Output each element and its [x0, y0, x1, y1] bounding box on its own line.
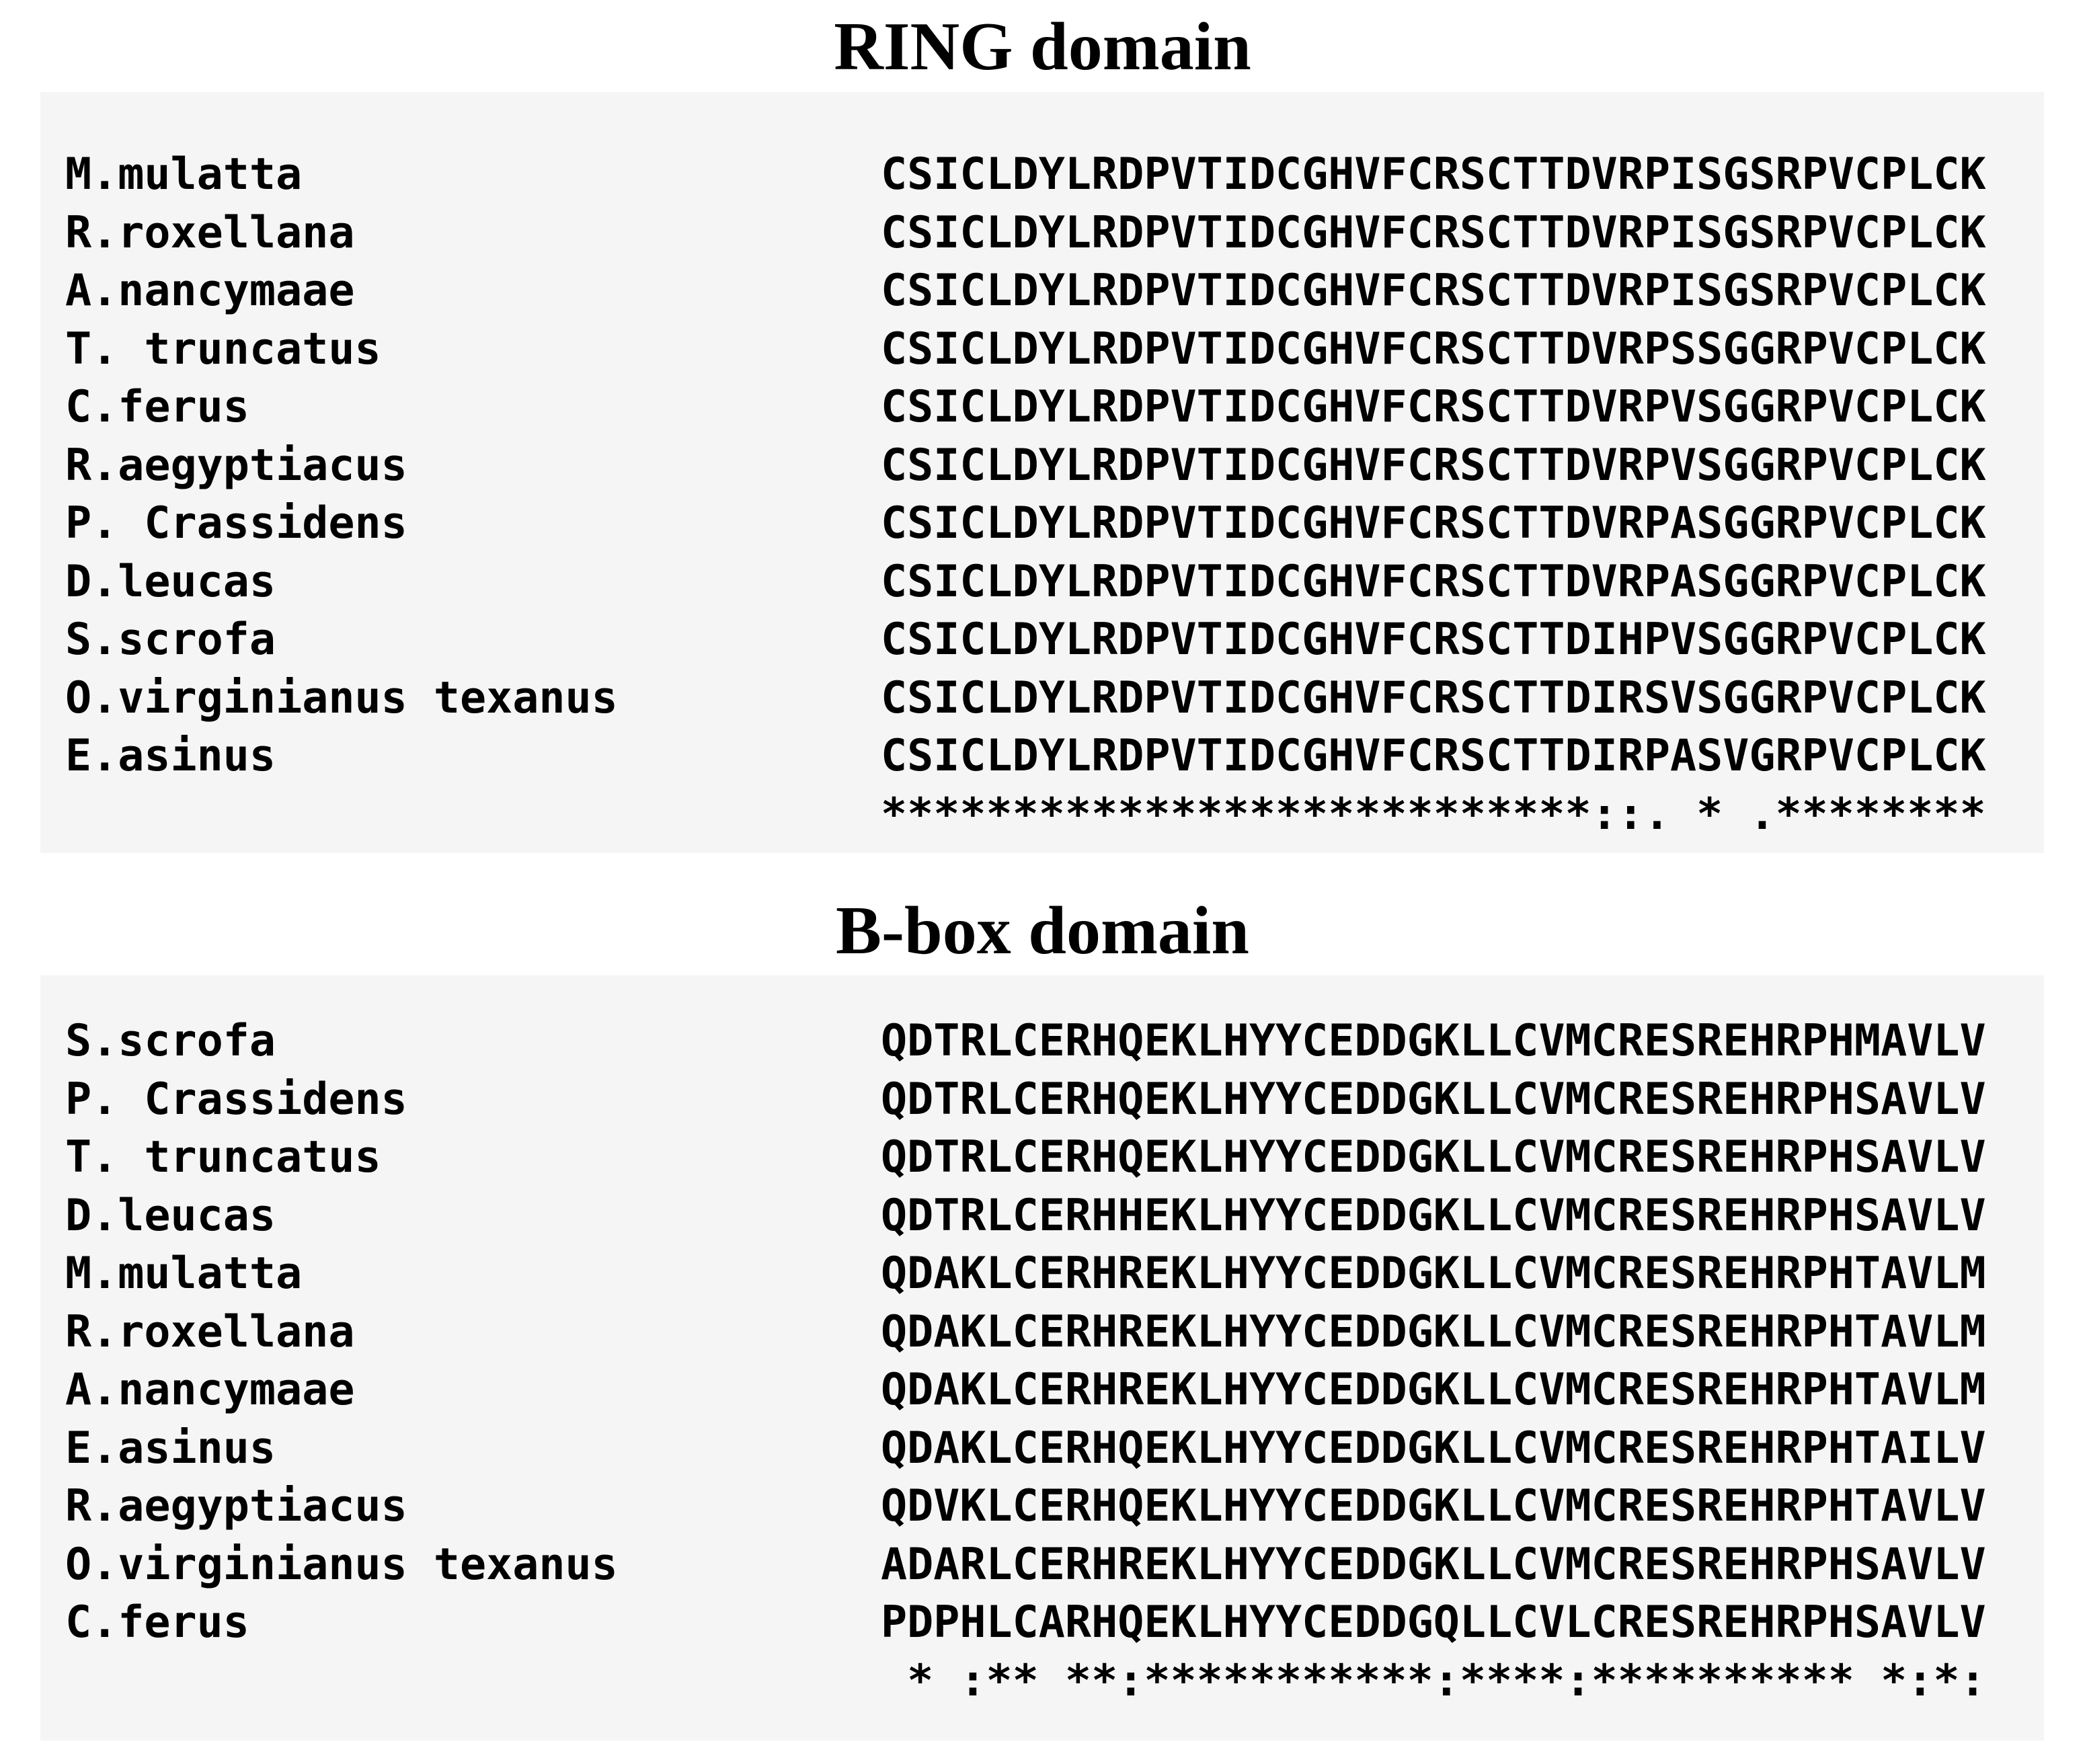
alignment-row: M.mulatta QDAKLCERHREKLHYYCEDDGKLLCVMCRE…	[65, 1245, 2044, 1304]
alignment-row: O.virginianus texanus CSICLDYLRDPVTIDCGH…	[65, 670, 2044, 728]
alignment-row: E.asinus QDAKLCERHQEKLHYYCEDDGKLLCVMCRES…	[65, 1420, 2044, 1478]
species-label: P. Crassidens	[65, 1074, 407, 1125]
sequence-text: CSICLDYLRDPVTIDCGHVFCRSCTTDIRPASVGRPVCPL…	[881, 731, 1986, 781]
bbox-domain-title: B-box domain	[836, 893, 1249, 969]
species-label: D.leucas	[65, 1190, 276, 1241]
species-label: A.nancymaae	[65, 266, 355, 316]
species-label: R.roxellana	[65, 207, 355, 258]
sequence-text: CSICLDYLRDPVTIDCGHVFCRSCTTDIHPVSGGRPVCPL…	[881, 614, 1986, 665]
alignment-row: A.nancymaae QDAKLCERHREKLHYYCEDDGKLLCVMC…	[65, 1361, 2044, 1420]
bbox-domain-panel: S.scrofa QDTRLCERHQEKLHYYCEDDGKLLCVMCRES…	[40, 975, 2044, 1740]
sequence-text: QDAKLCERHREKLHYYCEDDGKLLCVMCRESREHRPHTAV…	[881, 1248, 1986, 1299]
consensus-line: ***************************::. * .******…	[881, 789, 1986, 840]
species-label: M.mulatta	[65, 149, 303, 200]
species-label: D.leucas	[65, 556, 276, 607]
alignment-row: S.scrofa QDTRLCERHQEKLHYYCEDDGKLLCVMCRES…	[65, 1012, 2044, 1071]
sequence-text: CSICLDYLRDPVTIDCGHVFCRSCTTDVRPISGSRPVCPL…	[881, 207, 1986, 258]
ring-alignment-rows: M.mulatta CSICLDYLRDPVTIDCGHVFCRSCTTDVRP…	[65, 146, 2044, 786]
sequence-text: CSICLDYLRDPVTIDCGHVFCRSCTTDVRPASGGRPVCPL…	[881, 498, 1986, 549]
sequence-text: CSICLDYLRDPVTIDCGHVFCRSCTTDVRPASGGRPVCPL…	[881, 556, 1986, 607]
sequence-text: CSICLDYLRDPVTIDCGHVFCRSCTTDVRPSSGGRPVCPL…	[881, 323, 1986, 374]
species-label: R.aegyptiacus	[65, 1481, 407, 1531]
species-label: O.virginianus texanus	[65, 672, 618, 723]
species-label: T. truncatus	[65, 323, 381, 374]
species-label: E.asinus	[65, 731, 276, 781]
species-label: T. truncatus	[65, 1132, 381, 1182]
alignment-row: R.aegyptiacus QDVKLCERHQEKLHYYCEDDGKLLCV…	[65, 1478, 2044, 1536]
alignment-row: R.roxellana CSICLDYLRDPVTIDCGHVFCRSCTTDV…	[65, 204, 2044, 263]
consensus-row: * :** **:***********:****:********** *:*…	[65, 1652, 2044, 1711]
species-label: R.aegyptiacus	[65, 440, 407, 491]
alignment-row: C.ferus PDPHLCARHQEKLHYYCEDDGQLLCVLCRESR…	[65, 1594, 2044, 1652]
sequence-text: QDTRLCERHHEKLHYYCEDDGKLLCVMCRESREHRPHSAV…	[881, 1190, 1986, 1241]
alignment-row: R.aegyptiacus CSICLDYLRDPVTIDCGHVFCRSCTT…	[65, 437, 2044, 495]
species-label: O.virginianus texanus	[65, 1539, 618, 1590]
sequence-text: ADARLCERHREKLHYYCEDDGKLLCVMCRESREHRPHSAV…	[881, 1539, 1986, 1590]
alignment-row: T. truncatus CSICLDYLRDPVTIDCGHVFCRSCTTD…	[65, 321, 2044, 379]
sequence-text: CSICLDYLRDPVTIDCGHVFCRSCTTDVRPVSGGRPVCPL…	[881, 382, 1986, 432]
alignment-row: R.roxellana QDAKLCERHREKLHYYCEDDGKLLCVMC…	[65, 1304, 2044, 1362]
alignment-row: A.nancymaae CSICLDYLRDPVTIDCGHVFCRSCTTDV…	[65, 262, 2044, 321]
alignment-row: D.leucas CSICLDYLRDPVTIDCGHVFCRSCTTDVRPA…	[65, 553, 2044, 612]
alignment-row: D.leucas QDTRLCERHHEKLHYYCEDDGKLLCVMCRES…	[65, 1187, 2044, 1246]
alignment-row: C.ferus CSICLDYLRDPVTIDCGHVFCRSCTTDVRPVS…	[65, 378, 2044, 437]
alignment-row: P. Crassidens QDTRLCERHQEKLHYYCEDDGKLLCV…	[65, 1071, 2044, 1129]
bbox-alignment-rows: S.scrofa QDTRLCERHQEKLHYYCEDDGKLLCVMCRES…	[65, 1012, 2044, 1652]
sequence-text: CSICLDYLRDPVTIDCGHVFCRSCTTDVRPISGSRPVCPL…	[881, 266, 1986, 316]
species-label: M.mulatta	[65, 1248, 303, 1299]
sequence-text: QDTRLCERHQEKLHYYCEDDGKLLCVMCRESREHRPHSAV…	[881, 1074, 1986, 1125]
alignment-row: O.virginianus texanus ADARLCERHREKLHYYCE…	[65, 1536, 2044, 1595]
consensus-line: * :** **:***********:****:********** *:*…	[881, 1655, 1986, 1706]
species-label: R.roxellana	[65, 1306, 355, 1357]
sequence-text: CSICLDYLRDPVTIDCGHVFCRSCTTDVRPISGSRPVCPL…	[881, 149, 1986, 200]
species-label: P. Crassidens	[65, 498, 407, 549]
species-label: S.scrofa	[65, 1016, 276, 1066]
sequence-text: QDAKLCERHREKLHYYCEDDGKLLCVMCRESREHRPHTAV…	[881, 1306, 1986, 1357]
sequence-text: QDAKLCERHQEKLHYYCEDDGKLLCVMCRESREHRPHTAI…	[881, 1422, 1986, 1474]
species-label: C.ferus	[65, 1597, 249, 1648]
sequence-text: QDVKLCERHQEKLHYYCEDDGKLLCVMCRESREHRPHTAV…	[881, 1481, 1986, 1531]
species-label: S.scrofa	[65, 614, 276, 665]
species-label: C.ferus	[65, 382, 249, 432]
consensus-row: ***************************::. * .******…	[65, 786, 2044, 844]
species-label: E.asinus	[65, 1422, 276, 1474]
alignment-row: M.mulatta CSICLDYLRDPVTIDCGHVFCRSCTTDVRP…	[65, 146, 2044, 204]
alignment-row: E.asinus CSICLDYLRDPVTIDCGHVFCRSCTTDIRPA…	[65, 727, 2044, 786]
alignment-row: P. Crassidens CSICLDYLRDPVTIDCGHVFCRSCTT…	[65, 495, 2044, 553]
sequence-text: QDAKLCERHREKLHYYCEDDGKLLCVMCRESREHRPHTAV…	[881, 1365, 1986, 1415]
alignment-row: S.scrofa CSICLDYLRDPVTIDCGHVFCRSCTTDIHPV…	[65, 611, 2044, 670]
alignment-row: T. truncatus QDTRLCERHQEKLHYYCEDDGKLLCVM…	[65, 1129, 2044, 1187]
species-label: A.nancymaae	[65, 1365, 355, 1415]
sequence-text: CSICLDYLRDPVTIDCGHVFCRSCTTDVRPVSGGRPVCPL…	[881, 440, 1986, 491]
sequence-text: QDTRLCERHQEKLHYYCEDDGKLLCVMCRESREHRPHSAV…	[881, 1132, 1986, 1182]
ring-domain-title: RING domain	[834, 9, 1251, 85]
sequence-text: PDPHLCARHQEKLHYYCEDDGQLLCVLCRESREHRPHSAV…	[881, 1597, 1986, 1648]
ring-domain-panel: M.mulatta CSICLDYLRDPVTIDCGHVFCRSCTTDVRP…	[40, 92, 2044, 853]
sequence-text: QDTRLCERHQEKLHYYCEDDGKLLCVMCRESREHRPHMAV…	[881, 1016, 1986, 1066]
sequence-text: CSICLDYLRDPVTIDCGHVFCRSCTTDIRSVSGGRPVCPL…	[881, 672, 1986, 723]
